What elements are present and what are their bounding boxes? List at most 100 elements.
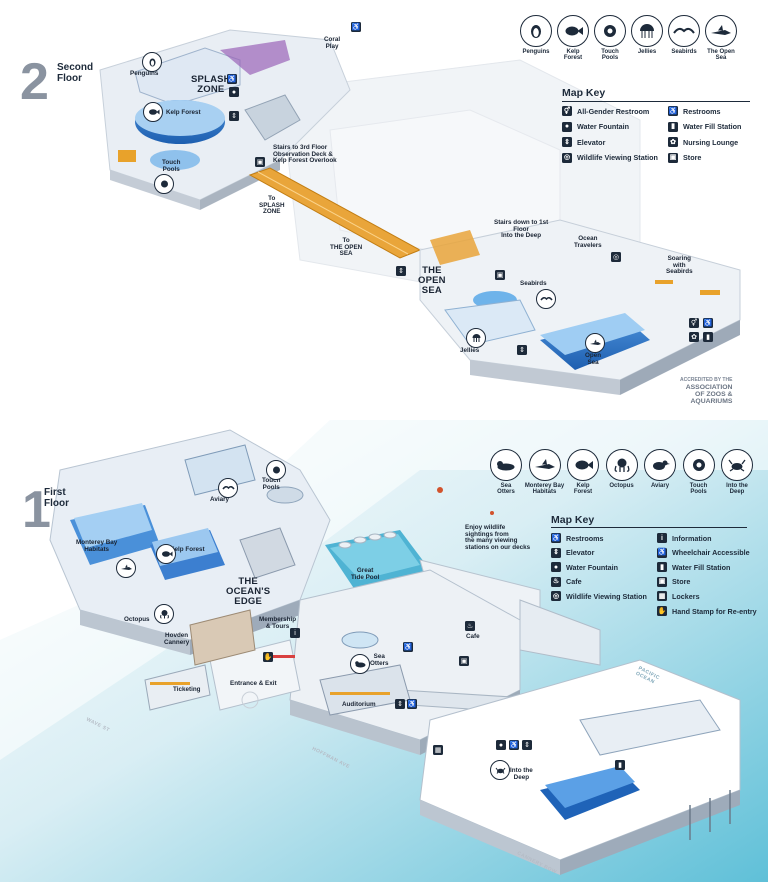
- label-soaring-seabirds[interactable]: Soaring with Seabirds: [666, 255, 693, 276]
- category-fish[interactable]: Kelp Forest: [563, 449, 603, 496]
- label-aviary[interactable]: Aviary: [210, 496, 230, 503]
- store-icon: ▣: [668, 152, 678, 163]
- category-fish[interactable]: Kelp Forest: [553, 15, 593, 62]
- category-touch[interactable]: Touch Pools: [590, 15, 630, 62]
- category-label: Octopus: [609, 483, 634, 489]
- label-the-open-sea[interactable]: THE OPEN SEA: [418, 265, 446, 296]
- label-membership[interactable]: Membership & Tours: [259, 616, 297, 630]
- store-marker[interactable]: ▣: [459, 656, 469, 666]
- label-kelp-forest-1[interactable]: Kelp Forest: [170, 546, 205, 553]
- label-jellies-2[interactable]: Jellies: [460, 347, 480, 354]
- label-ticketing[interactable]: Ticketing: [173, 686, 201, 693]
- label-seabirds-2[interactable]: Seabirds: [520, 280, 547, 287]
- label-penguins-2[interactable]: Penguins: [130, 70, 159, 77]
- label-stairs-1st[interactable]: Stairs down to 1st Floor Into the Deep: [494, 219, 549, 240]
- label-kelp-forest-2[interactable]: Kelp Forest: [166, 109, 201, 116]
- category-shark[interactable]: Monterey Bay Habitats: [525, 449, 565, 496]
- water-fountain-icon: ●: [551, 562, 561, 573]
- elevator-marker[interactable]: ⇕: [517, 345, 527, 355]
- info-marker[interactable]: i: [290, 628, 300, 638]
- restrooms-marker[interactable]: ♿: [509, 740, 519, 750]
- category-octopus[interactable]: Octopus: [602, 449, 642, 489]
- label-auditorium[interactable]: Auditorium: [342, 701, 376, 708]
- store-marker[interactable]: ▣: [495, 270, 505, 280]
- map-key-label: Water Fountain: [566, 562, 619, 572]
- water-fill-marker[interactable]: ▮: [703, 332, 713, 342]
- map-key-label: Hand Stamp for Re-entry: [672, 606, 757, 616]
- elevator-marker[interactable]: ⇕: [229, 111, 239, 121]
- category-crab[interactable]: Into the Deep: [717, 449, 757, 496]
- label-entrance-exit[interactable]: Entrance & Exit: [230, 680, 277, 687]
- restrooms-marker[interactable]: ♿: [703, 318, 713, 328]
- category-seabird[interactable]: Seabirds: [664, 15, 704, 55]
- lockers-icon: ▦: [657, 591, 667, 602]
- category-bird[interactable]: Aviary: [640, 449, 680, 489]
- category-jellyfish[interactable]: Jellies: [627, 15, 667, 55]
- category-otter[interactable]: Sea Otters: [486, 449, 526, 496]
- map-key-water-fountain: ● Water Fountain: [551, 562, 619, 573]
- restrooms-marker[interactable]: ♿: [227, 74, 237, 84]
- restrooms-marker[interactable]: ♿: [351, 22, 361, 32]
- seabird-icon[interactable]: [536, 289, 556, 309]
- store-marker[interactable]: ▣: [255, 157, 265, 167]
- label-oceans-edge[interactable]: THE OCEAN'S EDGE: [226, 576, 271, 607]
- category-penguin[interactable]: Penguins: [516, 15, 556, 55]
- category-touch[interactable]: Touch Pools: [679, 449, 719, 496]
- water-fountain-marker[interactable]: ●: [496, 740, 506, 750]
- shark-icon[interactable]: [585, 333, 605, 353]
- second-floor-plan: [0, 0, 768, 420]
- label-sea-otters[interactable]: Sea Otters: [370, 653, 389, 667]
- map-key-binoculars: ◎Wildlife Viewing Station: [562, 152, 658, 163]
- wheelchair-marker[interactable]: ♿: [403, 642, 413, 652]
- fish-icon[interactable]: [156, 544, 176, 564]
- label-to-open-sea[interactable]: To THE OPEN SEA: [330, 237, 363, 258]
- label-octopus-1[interactable]: Octopus: [124, 616, 150, 623]
- label-to-splash[interactable]: To SPLASH ZONE: [259, 195, 285, 216]
- bird-icon[interactable]: [218, 478, 238, 498]
- map-key-label: Cafe: [566, 577, 582, 587]
- water-fill-icon: ▮: [657, 562, 667, 573]
- all-gender-restroom-marker[interactable]: ⚥: [689, 318, 699, 328]
- category-shark[interactable]: The Open Sea: [701, 15, 741, 62]
- shark-icon[interactable]: [116, 558, 136, 578]
- label-into-the-deep[interactable]: Into the Deep: [510, 767, 533, 781]
- map-key-hand-stamp: ✋Hand Stamp for Re-entry: [657, 606, 757, 616]
- elevator-marker[interactable]: ⇕: [395, 699, 405, 709]
- octopus-icon[interactable]: [154, 604, 174, 624]
- water-fountain-marker[interactable]: ●: [229, 87, 239, 97]
- nursing-marker[interactable]: ✿: [689, 332, 699, 342]
- label-great-tide-pool[interactable]: Great Tide Pool: [351, 567, 380, 581]
- fish-icon[interactable]: [143, 102, 163, 122]
- penguin-icon[interactable]: [142, 52, 162, 72]
- restrooms-marker[interactable]: ♿: [407, 699, 417, 709]
- otter-icon[interactable]: [350, 654, 370, 674]
- binoculars-marker[interactable]: ◎: [611, 252, 621, 262]
- cafe-marker[interactable]: ♨: [465, 621, 475, 631]
- map-key-label: Wildlife Viewing Station: [566, 591, 647, 601]
- map-key-water-fountain: ●Water Fountain: [562, 121, 629, 132]
- water-fill-marker[interactable]: ▮: [615, 760, 625, 770]
- label-ocean-travelers[interactable]: Ocean Travelers: [574, 235, 602, 249]
- map-key-label: Elevator: [566, 548, 595, 558]
- touch-icon[interactable]: [266, 460, 286, 480]
- first-floor-plan: [0, 420, 768, 882]
- label-touch-pools-2[interactable]: Touch Pools: [162, 159, 181, 173]
- label-stairs-3rd[interactable]: Stairs to 3rd Floor Observation Deck & K…: [273, 144, 337, 165]
- label-splash-zone[interactable]: SPLASH ZONE: [191, 74, 231, 95]
- touch-icon[interactable]: [154, 174, 174, 194]
- hand-stamp-marker[interactable]: ✋: [263, 652, 273, 662]
- jellyfish-icon[interactable]: [466, 328, 486, 348]
- label-touch-pools-1[interactable]: Touch Pools: [262, 477, 281, 491]
- label-cafe[interactable]: Cafe: [466, 633, 480, 640]
- label-open-sea-2[interactable]: Open Sea: [585, 352, 602, 366]
- category-label: Monterey Bay Habitats: [524, 483, 565, 496]
- label-coral-play[interactable]: Coral Play: [324, 36, 341, 50]
- crab-icon[interactable]: [490, 760, 510, 780]
- elevator-marker[interactable]: ⇕: [522, 740, 532, 750]
- label-hovden-cannery[interactable]: Hovden Cannery: [164, 632, 190, 646]
- elevator-marker[interactable]: ⇕: [396, 266, 406, 276]
- label-monterey-bay[interactable]: Monterey Bay Habitats: [76, 539, 118, 553]
- accreditation-mark: ACCREDITED BY THE ASSOCIATION OF ZOOS & …: [680, 377, 732, 406]
- lockers-marker[interactable]: ▦: [433, 745, 443, 755]
- category-label: Touch Pools: [601, 49, 619, 62]
